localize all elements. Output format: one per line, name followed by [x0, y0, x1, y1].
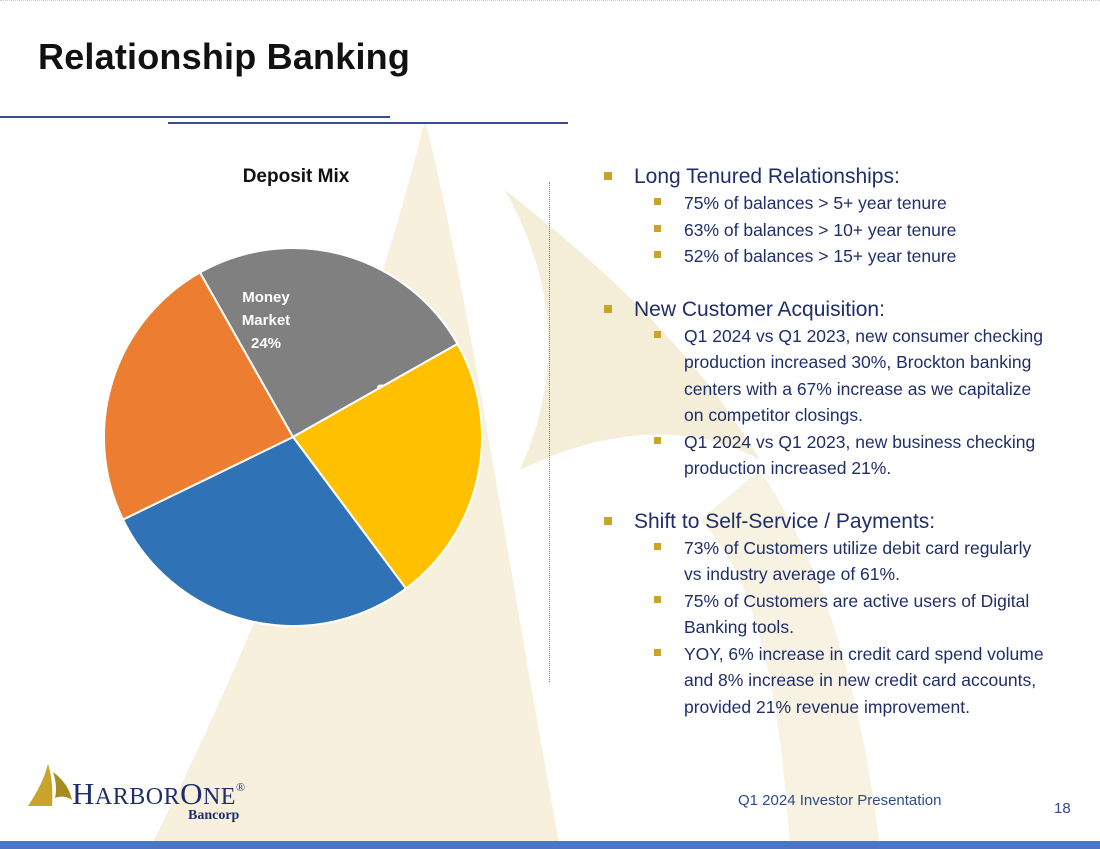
top-dotted-border — [0, 0, 1100, 1]
logo-wordmark: HARBORONE® — [72, 776, 246, 811]
pie-slice-label: Market — [242, 312, 290, 329]
sub-bullet-item: 63% of balances > 10+ year tenure — [654, 217, 1044, 244]
sub-bullet-item: 52% of balances > 15+ year tenure — [654, 243, 1044, 270]
footer-presentation-name: Q1 2024 Investor Presentation — [738, 792, 942, 809]
column-divider — [549, 182, 550, 682]
bullet-group: New Customer Acquisition: Q1 2024 vs Q1 2… — [604, 297, 1044, 482]
sub-bullet-item: 73% of Customers utilize debit card regu… — [654, 535, 1044, 588]
bullet-marker-icon — [604, 304, 612, 313]
sub-bullet-text: 75% of balances > 5+ year tenure — [684, 193, 947, 213]
bullet-marker-icon — [604, 172, 612, 180]
sub-bullet-text: 75% of Customers are active users of Dig… — [684, 590, 1030, 638]
bullet-group: Long Tenured Relationships: 75% of balanc… — [604, 164, 1044, 270]
sub-bullet-text: 52% of balances > 15+ year tenure — [684, 246, 957, 266]
sub-bullet-marker-icon — [654, 330, 661, 338]
sub-bullet-text: Q1 2024 vs Q1 2023, new business checkin… — [684, 431, 1036, 479]
sub-bullet-text: Q1 2024 vs Q1 2023, new consumer checkin… — [684, 325, 1043, 426]
sub-bullet-marker-icon — [654, 251, 661, 258]
title-underline-right — [168, 122, 568, 124]
sub-bullet-marker-icon — [654, 436, 661, 444]
sub-bullet-item: YOY, 6% increase in credit card spend vo… — [654, 641, 1044, 721]
bottom-accent-bar — [0, 841, 1100, 849]
bullet-heading-text: Shift to Self-Service / Payments: — [634, 509, 936, 533]
bullet-group: Shift to Self-Service / Payments: 73% of … — [604, 509, 1044, 721]
page-number: 18 — [1054, 800, 1071, 817]
bullet-heading: Long Tenured Relationships: — [604, 164, 1044, 190]
bullet-heading-text: Long Tenured Relationships: — [634, 165, 900, 188]
pie-slice — [103, 271, 295, 521]
bullet-list: Long Tenured Relationships: 75% of balanc… — [604, 164, 1044, 747]
pie-slice — [198, 247, 459, 439]
title-underline-left — [0, 116, 390, 118]
sub-bullet-marker-icon — [654, 648, 661, 656]
sub-bullet-item: Q1 2024 vs Q1 2023, new business checkin… — [654, 429, 1044, 482]
sub-bullet-item: 75% of Customers are active users of Dig… — [654, 588, 1044, 641]
bullet-heading: Shift to Self-Service / Payments: — [604, 509, 1044, 535]
sub-bullet-item: 75% of balances > 5+ year tenure — [654, 190, 1044, 217]
sub-bullet-marker-icon — [654, 198, 661, 205]
pie-slice — [121, 435, 408, 628]
logo-subtitle: Bancorp — [188, 808, 240, 823]
sub-bullet-marker-icon — [654, 542, 661, 550]
sub-bullet-marker-icon — [654, 224, 661, 232]
pie-slice-value-label: 24% — [251, 335, 281, 352]
harborone-logo: HARBORONE® Bancorp — [26, 760, 286, 830]
sub-bullet-item: Q1 2024 vs Q1 2023, new consumer checkin… — [654, 323, 1044, 429]
sub-bullet-text: 63% of balances > 10+ year tenure — [684, 219, 957, 240]
sub-bullet-marker-icon — [654, 595, 661, 603]
pie-slice — [291, 342, 483, 590]
sail-logo-icon — [28, 764, 72, 806]
slide-title: Relationship Banking — [38, 36, 411, 77]
pie-slice-label: Money — [242, 289, 290, 306]
bullet-heading: New Customer Acquisition: — [604, 297, 1044, 323]
sub-bullet-text: 73% of Customers utilize debit card regu… — [684, 537, 1032, 585]
bullet-marker-icon — [604, 516, 612, 525]
chart-title: Deposit Mix — [242, 166, 350, 187]
sub-bullet-text: YOY, 6% increase in credit card spend vo… — [684, 643, 1044, 717]
bullet-heading-text: New Customer Acquisition: — [634, 297, 885, 321]
